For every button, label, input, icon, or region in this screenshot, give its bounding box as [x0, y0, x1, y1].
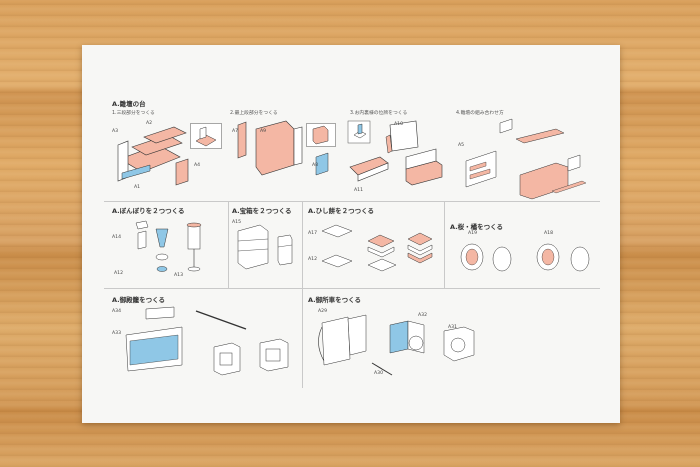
part-label: A3: [112, 129, 118, 134]
part-label: A34: [112, 309, 121, 314]
part-label: A10: [394, 122, 403, 127]
oxcart-illustration: [308, 303, 498, 387]
part-label: A30: [374, 371, 383, 376]
palanquin-illustration: [116, 305, 296, 385]
detail-inset: [306, 123, 336, 147]
divider: [104, 288, 600, 289]
part-label: A4: [194, 163, 200, 168]
divider: [302, 288, 303, 388]
section-title-palanquin: A.御殿籠をつくる: [112, 294, 165, 304]
part-label: A14: [112, 235, 121, 240]
section-title-hishimochi: A.ひし餅を２つつくる: [308, 205, 374, 215]
part-label: A11: [354, 188, 363, 193]
part-label: A7: [232, 129, 238, 134]
part-label: A29: [318, 309, 327, 314]
step-label-3: 3.お内裏様の位牌をつくる: [350, 109, 407, 116]
hishimochi-illustration: [308, 221, 440, 287]
part-label: A15: [232, 220, 241, 225]
divider: [444, 201, 445, 288]
divider: [302, 201, 303, 288]
part-label: A2: [146, 121, 152, 126]
part-label: A17: [308, 231, 317, 236]
assembly-illustration: [456, 115, 596, 200]
part-label: A9: [260, 129, 266, 134]
instruction-sheet: A.雛壇の台 1.三段部分をつくる 2.最上段部分をつくる 3.お内裏様の位牌を…: [82, 45, 620, 423]
detail-inset: [190, 123, 222, 149]
step-label-2: 2.最上段部分をつくる: [230, 109, 278, 116]
treasure-box-illustration: [232, 217, 300, 287]
section-title-platform: A.雛壇の台: [112, 98, 146, 108]
part-label: A1: [134, 185, 140, 190]
section-title-sakura: A.桜・橘をつくる: [450, 221, 503, 231]
divider: [228, 201, 229, 288]
plaque-illustration: [346, 117, 454, 199]
section-title-treasure-box: A.宝箱を２つつくる: [232, 205, 292, 215]
part-label: A12: [308, 257, 317, 262]
sakura-illustration: [450, 235, 596, 285]
part-label: A18: [544, 231, 553, 236]
part-label: A13: [174, 273, 183, 278]
part-label: A32: [418, 313, 427, 318]
step-label-1: 1.三段部分をつくる: [112, 109, 155, 116]
part-label: A33: [112, 331, 121, 336]
part-label: A19: [468, 231, 477, 236]
section-title-lantern: A.ぼんぼりを２つつくる: [112, 205, 185, 215]
divider: [104, 201, 600, 202]
part-label: A5: [458, 143, 464, 148]
part-label: A8: [312, 163, 318, 168]
lantern-illustration: [116, 217, 224, 285]
part-label: A31: [448, 325, 457, 330]
part-label: A12: [114, 271, 123, 276]
